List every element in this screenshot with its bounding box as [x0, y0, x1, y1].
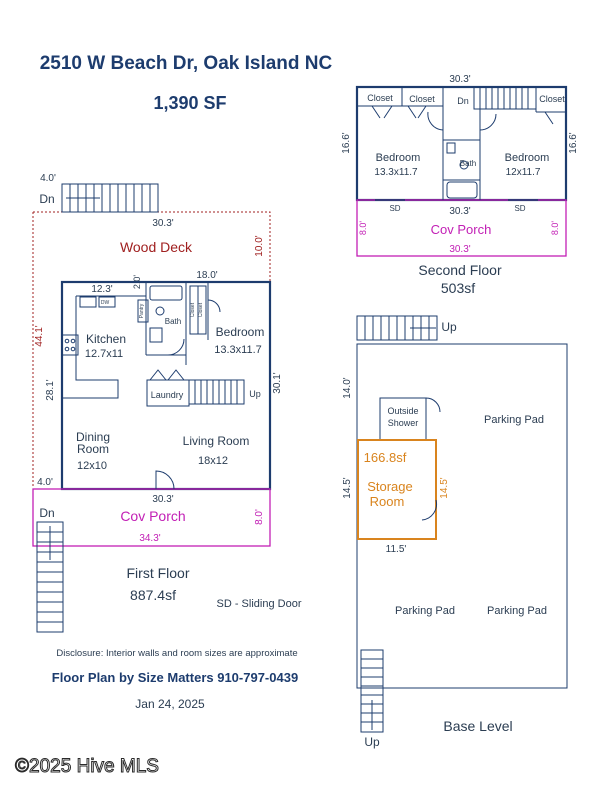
storage-label: Storage	[367, 479, 413, 494]
hive-mls-watermark: ©2025 Hive MLS	[15, 756, 159, 777]
first-bedroom-label: Bedroom	[216, 325, 265, 339]
address-title: 2510 W Beach Dr, Oak Island NC	[40, 53, 333, 74]
base-dim-115: 11.5'	[386, 544, 407, 555]
base-dim-145-right: 14.5'	[439, 477, 450, 498]
first-bath-label: Bath	[165, 317, 181, 326]
second-closet-1-label: Closet	[367, 93, 393, 103]
living-room-size: 18x12	[198, 455, 228, 467]
first-dim-house-depth: 28.1'	[45, 379, 56, 400]
first-dim-two-feet: 2.0'	[132, 275, 142, 290]
second-floor-stairs	[473, 86, 537, 110]
base-level-outline	[356, 343, 568, 689]
base-dim-14: 14.0'	[342, 377, 353, 398]
first-dim-porch-offset: 4.0'	[37, 477, 53, 488]
second-dim-mid: 30.3'	[449, 206, 470, 217]
second-bedroom-1-label: Bedroom	[376, 152, 421, 164]
dining-room-size: 12x10	[77, 460, 107, 472]
first-stairs-down-label: Dn	[39, 192, 54, 206]
first-stairs-up-label: Up	[249, 389, 261, 399]
first-floor-plan: Dn Wood Deck Kitchen 12.7x11 DW Pantry C…	[32, 173, 283, 633]
second-dim-porch-bottom: 30.3'	[449, 244, 470, 255]
kitchen-size: 12.7x11	[85, 348, 123, 360]
second-floor-plan: Closet Closet Closet Dn Bedroom 13.3x11.…	[341, 74, 579, 296]
first-bedroom-size: 13.3x11.7	[214, 344, 262, 356]
wood-deck-outline	[32, 211, 271, 488]
first-porch-label: Cov Porch	[120, 508, 185, 524]
living-room-label: Living Room	[183, 434, 250, 448]
first-floor-title: First Floor	[127, 565, 190, 581]
second-floor-title: Second Floor	[418, 262, 502, 278]
first-floor-area: 887.4sf	[130, 587, 176, 603]
second-closet-2-label: Closet	[409, 94, 435, 104]
first-dim-stair-width: 4.0'	[40, 173, 56, 184]
second-floor-area: 503sf	[441, 280, 475, 296]
disclosure-text: Disclosure: Interior walls and room size…	[56, 648, 297, 659]
pantry-label: Pantry	[139, 303, 145, 318]
second-bedroom-2-label: Bedroom	[505, 152, 550, 164]
second-bath-label: Bath	[460, 159, 476, 168]
first-closet-2-label: Closet	[198, 302, 204, 317]
wood-deck-label: Wood Deck	[120, 239, 193, 255]
first-dim-house-width: 30.3'	[152, 494, 173, 505]
parking-pad-1-label: Parking Pad	[484, 414, 544, 426]
parking-pad-3-label: Parking Pad	[487, 605, 547, 617]
first-floor-stairs-top	[61, 183, 159, 213]
second-dim-porch-right: 8.0'	[550, 221, 560, 236]
storage-room-label: Room	[370, 494, 405, 509]
first-floor-porch	[32, 488, 271, 547]
base-stairs-bottom	[360, 649, 384, 733]
first-dim-deck-depth: 10.0'	[254, 235, 265, 256]
second-dim-right: 16.6'	[568, 132, 579, 153]
dining-room-label: Dining	[76, 430, 110, 444]
first-closet-1-label: Closet	[190, 302, 196, 317]
second-sliding-door-1: SD	[389, 204, 400, 213]
second-bedroom-2-size: 12x11.7	[506, 167, 541, 178]
second-bedroom-1-size: 13.3x11.7	[374, 167, 418, 178]
first-dim-porch-width: 34.3'	[139, 533, 160, 544]
first-dim-overall-depth: 44.1'	[34, 325, 45, 346]
second-dim-left: 16.6'	[341, 132, 352, 153]
second-dim-porch-left: 8.0'	[358, 221, 368, 236]
second-closet-3-label: Closet	[539, 94, 565, 104]
second-dim-top: 30.3'	[449, 74, 470, 85]
dining-room-label-2: Room	[77, 442, 109, 456]
base-level-title: Base Level	[443, 718, 512, 734]
first-dim-kitchen-width: 12.3'	[91, 284, 112, 295]
parking-pad-2-label: Parking Pad	[395, 605, 455, 617]
plan-date: Jan 24, 2025	[135, 697, 205, 711]
storage-area-label: 166.8sf	[364, 450, 407, 465]
base-stairs-up-bottom-label: Up	[364, 735, 380, 749]
sliding-door-legend: SD - Sliding Door	[217, 598, 302, 610]
second-stairs-down-label: Dn	[457, 96, 469, 106]
first-floor-stairs-porch	[36, 521, 64, 633]
dishwasher-label: DW	[101, 300, 110, 306]
first-dim-right-depth: 30.1'	[272, 372, 283, 393]
first-dim-bedroom-width: 18.0'	[196, 270, 217, 281]
outside-shower-label-2: Shower	[388, 418, 419, 428]
second-porch-label: Cov Porch	[431, 222, 492, 237]
base-stairs-top	[356, 315, 438, 341]
storage-room-outline	[357, 439, 437, 540]
second-sliding-door-2: SD	[514, 204, 525, 213]
laundry-label: Laundry	[151, 390, 184, 400]
first-dim-deck-width: 30.3'	[152, 218, 173, 229]
second-floor-porch	[356, 199, 567, 257]
kitchen-label: Kitchen	[86, 332, 126, 346]
first-porch-stairs-label: Dn	[39, 506, 54, 520]
total-square-feet: 1,390 SF	[153, 93, 226, 113]
first-dim-porch-depth: 8.0'	[254, 509, 265, 525]
first-floor-stairs-up	[188, 379, 245, 405]
base-stairs-up-label: Up	[441, 320, 457, 334]
outside-shower-label: Outside	[387, 406, 418, 416]
base-dim-145-left: 14.5'	[342, 477, 353, 498]
first-floor-outline	[60, 280, 272, 491]
base-level-plan: Up Outside Shower Parking Pad 166.8sf St…	[342, 315, 568, 749]
floor-plan-credit: Floor Plan by Size Matters 910-797-0439	[52, 670, 298, 685]
